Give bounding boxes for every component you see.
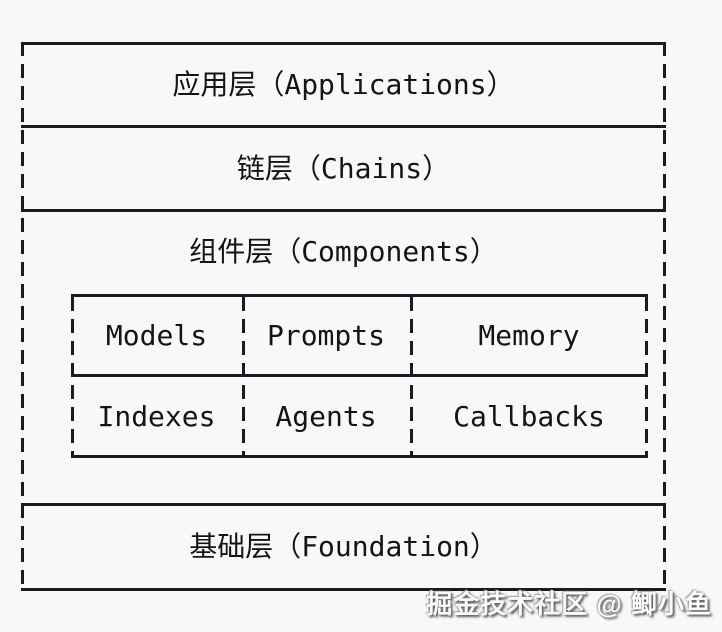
layer-components: 组件层（Components） Models Prompts Memory In… [21,209,666,503]
layer-components-label: 组件层（Components） [189,235,498,268]
layer-applications-label: 应用层（Applications） [172,68,515,102]
layer-foundation: 基础层（Foundation） [21,503,666,588]
component-cell-indexes: Indexes [97,399,216,433]
component-cell-prompts: Prompts [266,319,385,352]
components-grid-row-2: Indexes Agents Callbacks [71,377,648,455]
watermark: 掘金技术社区 @ 鲫小鱼 [426,589,712,619]
component-cell-agents: Agents [275,399,377,433]
architecture-layer-stack: 应用层（Applications） 链层（Chains） 组件层（Compone… [21,42,666,591]
layer-chains-label: 链层（Chains） [236,151,451,185]
component-cell-models: Models [105,319,208,352]
components-grid-row-1: Models Prompts Memory [71,297,648,377]
component-cell-memory: Memory [478,319,580,352]
layer-applications: 应用层（Applications） [21,42,666,125]
component-cell-callbacks: Callbacks [453,399,605,433]
components-grid: Models Prompts Memory Indexes Agents Cal… [71,294,648,458]
layer-foundation-label: 基础层（Foundation） [189,530,498,564]
layer-chains: 链层（Chains） [21,125,666,209]
